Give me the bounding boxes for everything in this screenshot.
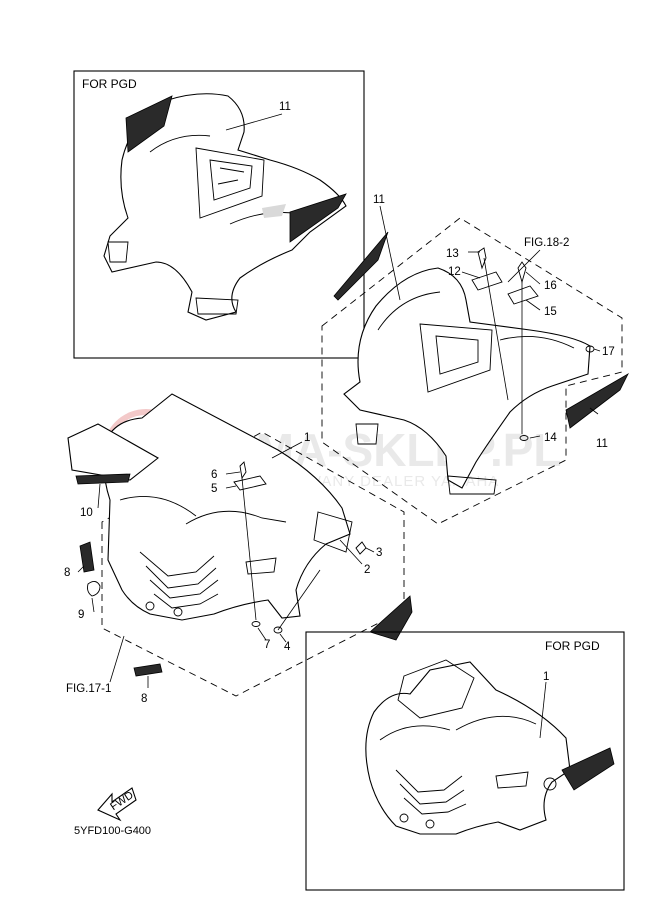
part-16-tie <box>517 261 527 284</box>
part-3-clip <box>355 541 367 555</box>
decal-10 <box>75 473 131 485</box>
rear-fender-group: FIG.18-2 11 13 12 16 15 17 14 11 <box>321 194 629 525</box>
part-4-bolt <box>273 626 283 634</box>
diagram-code: 5YFD100-G400 <box>74 825 151 837</box>
part-9-emblem <box>87 581 101 597</box>
part-6-tie <box>239 461 247 480</box>
bottom-pgd-frame <box>305 631 625 891</box>
top-pgd-title: FOR PGD <box>82 77 137 91</box>
callout-17: 17 <box>602 346 615 358</box>
decal-pgd-front-side <box>561 747 615 791</box>
callout-8-left: 8 <box>64 567 70 579</box>
decal-11-top-left <box>125 95 173 153</box>
callout-14: 14 <box>544 432 557 444</box>
top-pgd-box: FOR PGD 11 <box>73 70 365 359</box>
bottom-pgd-box: FOR PGD 1 <box>305 631 625 891</box>
callout-4: 4 <box>284 641 291 653</box>
decal-fender-side <box>369 595 413 641</box>
callout-11-top: 11 <box>279 101 291 113</box>
decal-8-left <box>79 541 95 573</box>
part-15-pad <box>507 285 539 305</box>
part-5-pad <box>233 475 267 491</box>
callout-10: 10 <box>80 507 93 519</box>
callout-1-main: 1 <box>304 432 310 444</box>
front-fender-group: 1 6 5 10 3 2 8 9 7 4 FIG.17-1 8 <box>64 393 413 705</box>
callout-16: 16 <box>544 280 557 292</box>
callout-12: 12 <box>448 266 461 278</box>
part-14-grommet <box>519 435 529 441</box>
callout-7: 7 <box>264 639 270 651</box>
callout-2: 2 <box>364 564 370 576</box>
part-13-tie <box>477 247 487 270</box>
callout-15: 15 <box>544 306 557 318</box>
part-12-pad <box>471 271 503 291</box>
callout-9: 9 <box>78 609 84 621</box>
callout-8-bottom: 8 <box>141 693 147 705</box>
fig-18-2-ref: FIG.18-2 <box>524 237 569 249</box>
rear-fender <box>333 231 629 495</box>
decal-11-top-right <box>289 193 347 243</box>
pgd-emblem-icon <box>543 777 557 791</box>
top-pgd-frame <box>73 70 365 359</box>
callout-11-right: 11 <box>596 438 608 450</box>
bottom-pgd-title: FOR PGD <box>545 639 600 653</box>
decal-8-bottom <box>133 663 163 677</box>
part-7-grommet <box>251 621 261 627</box>
callout-6: 6 <box>211 469 217 481</box>
callout-11-mid: 11 <box>373 194 385 206</box>
rear-fender-pgd <box>103 93 347 321</box>
callout-3: 3 <box>376 547 382 559</box>
decal-11-right <box>565 372 629 429</box>
decal-11-mid <box>333 231 389 301</box>
front-fender <box>67 393 413 641</box>
front-fender-pgd <box>365 659 615 835</box>
fig-17-1-ref: FIG.17-1 <box>66 683 111 695</box>
callout-13: 13 <box>446 248 459 260</box>
fwd-arrow-icon: FWD <box>97 787 137 822</box>
callout-5: 5 <box>211 483 217 495</box>
callout-1-bottom: 1 <box>543 671 549 683</box>
